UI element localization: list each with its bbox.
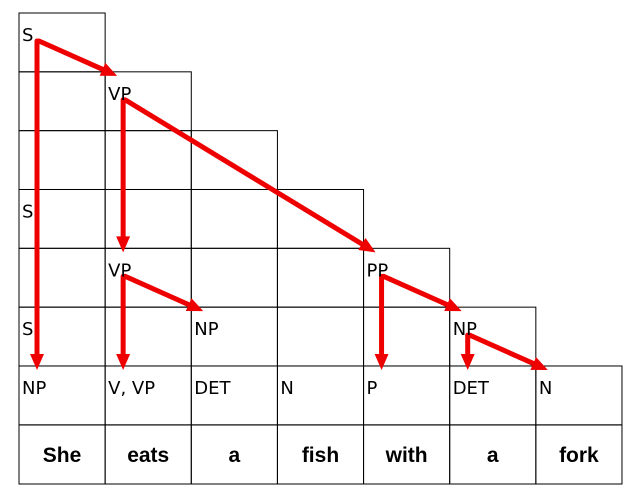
derivation-arrow [122, 97, 376, 253]
cell-label: VP [108, 84, 131, 105]
derivation-arrow [122, 273, 204, 312]
cell-label: PP [367, 260, 389, 281]
sentence-words: She eats a fish with a fork [43, 444, 599, 467]
chart-cell [104, 130, 192, 190]
derivation-arrow [30, 38, 44, 370]
derivation-arrow [116, 97, 131, 253]
arrow-shaft [122, 273, 192, 308]
cell-label: NP [453, 319, 477, 340]
arrow-head [530, 357, 548, 370]
derivation-arrow [374, 273, 389, 370]
chart-cell [190, 130, 278, 190]
cell-label: NP [194, 319, 218, 340]
derivation-arrows [30, 38, 548, 370]
cell-label: N [539, 378, 552, 399]
arrow-head [460, 353, 475, 370]
arrow-head [116, 353, 131, 370]
word-cell [535, 424, 623, 485]
derivation-arrow [116, 273, 131, 370]
sentence-word: She [43, 444, 82, 467]
cell-label: DET [453, 378, 490, 399]
arrow-head [358, 238, 376, 253]
chart-cell [276, 247, 365, 308]
derivation-arrow [381, 273, 462, 312]
cell-label: V, VP [108, 378, 155, 399]
arrow-shaft [122, 97, 365, 247]
chart-cell [276, 306, 365, 367]
arrow-shaft [467, 332, 536, 366]
arrow-shaft [381, 273, 450, 308]
cell-label: P [367, 378, 378, 399]
cell-label: DET [194, 378, 231, 399]
chart-cell [190, 247, 278, 308]
chart-cell [18, 130, 106, 190]
derivation-arrow [467, 332, 548, 370]
cell-label: S [22, 25, 33, 46]
sentence-word: with [385, 444, 428, 467]
arrow-head [374, 353, 389, 370]
arrow-head [99, 62, 118, 76]
sentence-word: eats [127, 444, 169, 467]
derivation-arrow [460, 332, 475, 370]
arrow-head [444, 298, 462, 312]
cell-label: NP [22, 378, 46, 399]
chart-grid [18, 12, 623, 485]
cell-label: VP [108, 260, 131, 281]
sentence-word: fish [302, 444, 339, 467]
derivation-arrow [36, 38, 118, 76]
chart-cell [190, 188, 278, 249]
arrow-head [185, 298, 204, 312]
cell-label: S [22, 201, 33, 222]
sentence-word: a [487, 444, 499, 467]
chart-cell [18, 247, 106, 308]
cell-label: N [280, 378, 293, 399]
chart-cell [18, 71, 106, 132]
arrow-shaft [36, 38, 106, 72]
arrow-head [116, 236, 131, 253]
sentence-word: fork [559, 444, 599, 467]
sentence-word: a [229, 444, 241, 467]
cell-label: S [22, 319, 33, 340]
arrow-head [30, 353, 44, 370]
